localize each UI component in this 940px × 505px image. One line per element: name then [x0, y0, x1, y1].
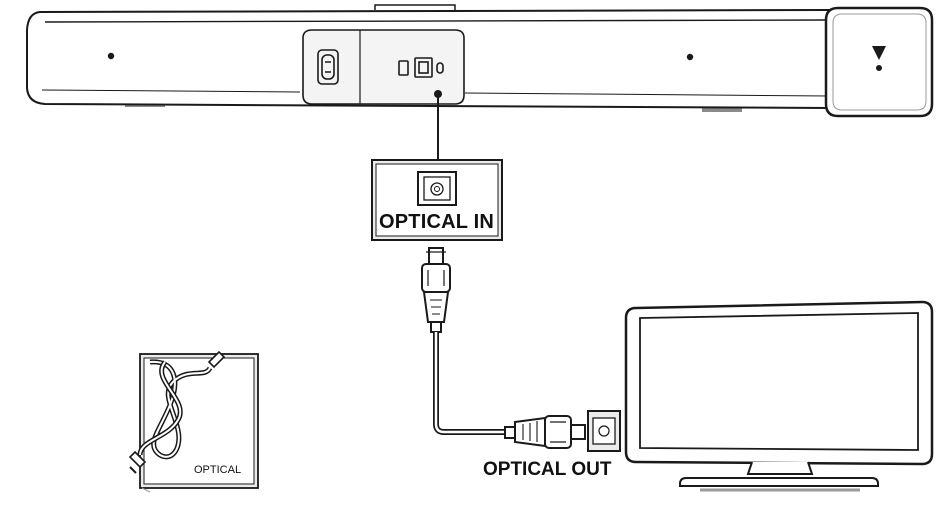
soundbar — [26, 4, 934, 118]
optical-cable-label: OPTICAL — [194, 464, 242, 476]
optical-cable — [433, 332, 505, 435]
usb-port-icon — [398, 57, 444, 78]
tv — [624, 300, 934, 492]
optical-cable-coil-icon — [128, 350, 226, 474]
optical-plug-horizontal-icon — [504, 415, 586, 449]
connector-line — [434, 90, 442, 160]
optical-out-port-icon — [587, 410, 621, 452]
optical-out-label: OPTICAL OUT — [483, 459, 612, 480]
optical-in-box — [371, 159, 503, 241]
optical-in-label: OPTICAL IN — [379, 211, 494, 233]
power-socket-icon — [317, 49, 339, 85]
optical-port-icon — [417, 171, 457, 206]
optical-plug-icon — [421, 247, 451, 333]
